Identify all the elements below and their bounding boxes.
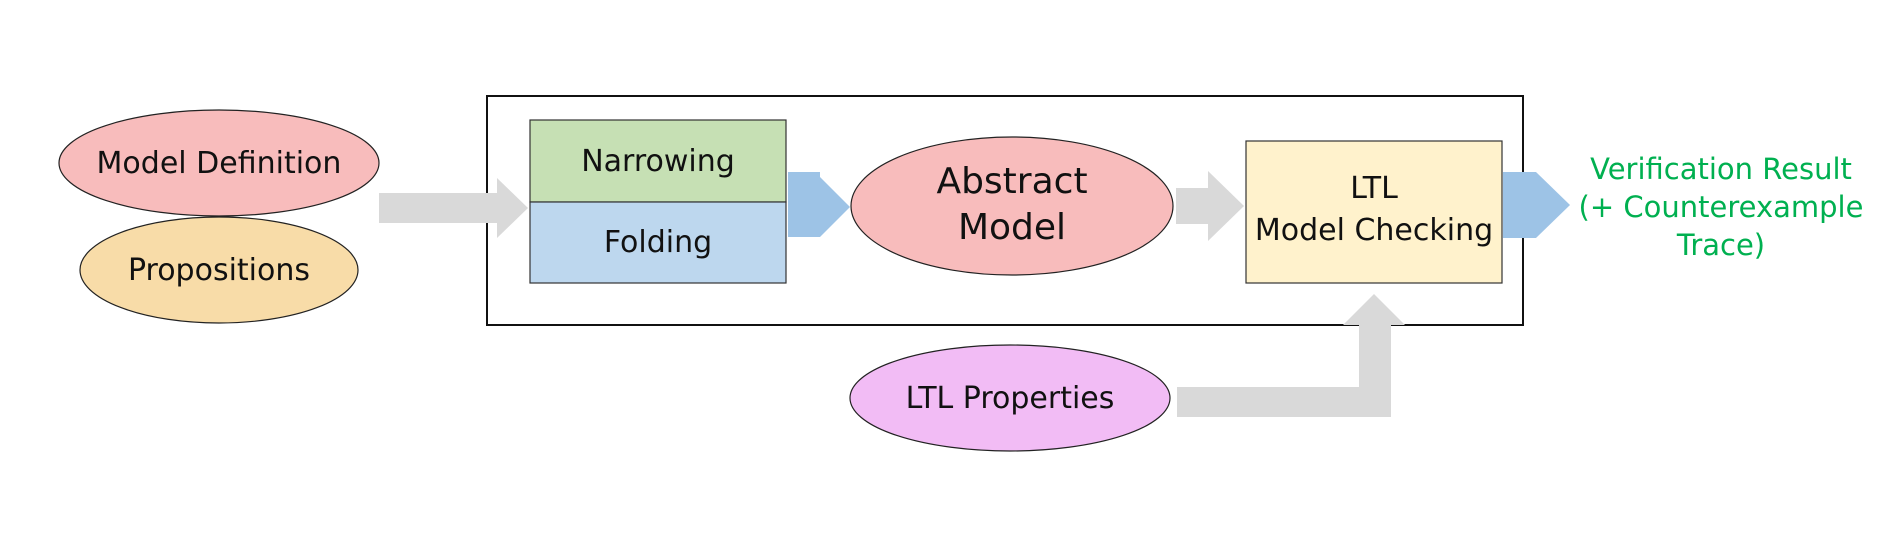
input-arrow — [379, 178, 528, 238]
properties-arrow — [1177, 294, 1405, 417]
propositions-label: Propositions — [127, 252, 311, 288]
narrowing-label: Narrowing — [581, 143, 735, 179]
verification-result-line-2: (+ Counterexample — [1578, 190, 1864, 224]
ltl-properties-ellipse — [849, 344, 1171, 452]
folding-box — [529, 201, 787, 284]
abstract-model-line-2: Model — [957, 207, 1067, 248]
abstract-model-label: Abstract Model — [851, 152, 1173, 258]
model-to-checker-arrow — [1176, 171, 1244, 241]
abstraction-arrow-body — [788, 172, 850, 237]
verification-result-line-3: Trace) — [1676, 228, 1766, 262]
narrowing-box — [529, 119, 787, 203]
verification-result-label: Verification Result (+ Counterexample Tr… — [1566, 146, 1876, 268]
result-arrow — [1503, 172, 1570, 238]
ltl-properties-label: LTL Properties — [905, 380, 1115, 416]
model-definition-label: Model Definition — [96, 145, 342, 181]
abstract-model-line-1: Abstract — [936, 161, 1088, 202]
folding-label: Folding — [603, 224, 713, 260]
ltl-model-checking-line-2: Model Checking — [1254, 213, 1494, 248]
ltl-model-checking-box — [1245, 140, 1503, 284]
ltl-model-checking-line-1: LTL — [1350, 171, 1398, 206]
ltl-model-checking-label: LTL Model Checking — [1246, 162, 1502, 258]
propositions-ellipse — [79, 216, 359, 324]
verification-result-line-1: Verification Result — [1590, 152, 1852, 186]
model-definition-ellipse — [58, 109, 380, 217]
abstract-model-ellipse — [850, 136, 1174, 276]
